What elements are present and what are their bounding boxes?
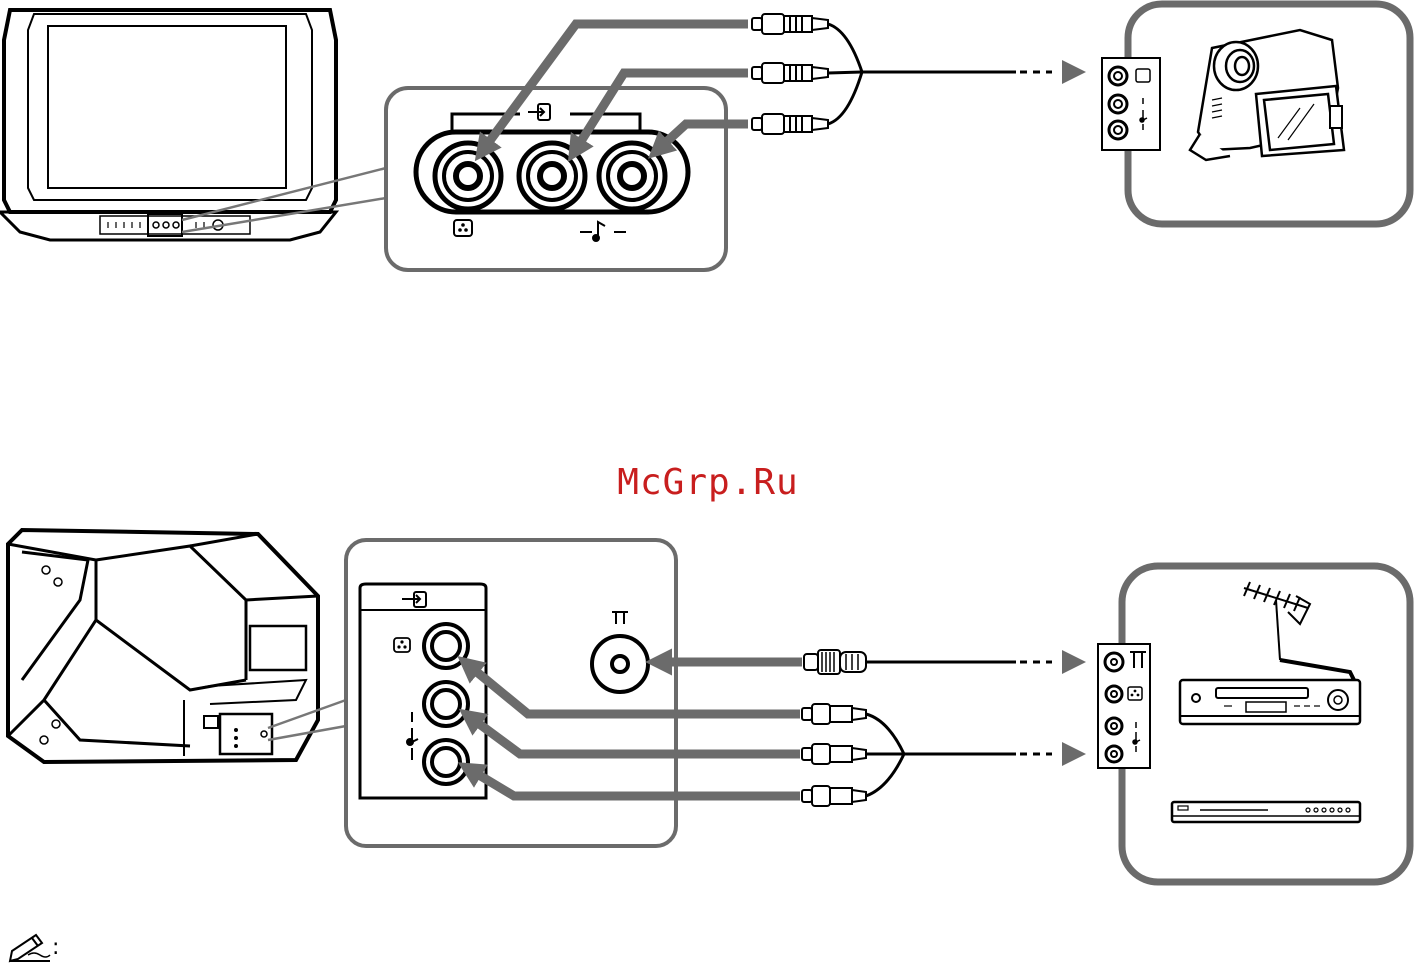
- note-marker: :: [6, 930, 59, 964]
- front-jack-panel: [386, 88, 726, 270]
- source-devices-box: [1098, 566, 1410, 882]
- rca-plugs: [752, 14, 828, 134]
- rf-plug: [804, 650, 866, 674]
- note-colon: :: [52, 935, 59, 960]
- rca-plug: [802, 704, 866, 724]
- watermark-text: McGrp.Ru: [0, 462, 1416, 503]
- pencil-note-icon: [6, 931, 52, 963]
- top-connection-diagram: [0, 4, 1410, 270]
- rca-plug: [802, 744, 866, 764]
- rca-plug: [752, 14, 828, 34]
- arrow-to-source: [1062, 650, 1086, 674]
- rca-plugs: [802, 704, 866, 806]
- arrow-to-source: [1062, 60, 1086, 84]
- vcr-icon: [1180, 680, 1360, 724]
- av-cable: [866, 714, 1052, 796]
- camcorder-icon: [1190, 30, 1344, 160]
- camcorder-box: [1102, 4, 1410, 224]
- dvd-player-icon: [1172, 802, 1360, 822]
- rca-plug: [752, 114, 828, 134]
- arrow-to-source: [1062, 742, 1086, 766]
- callout-lines: [268, 700, 346, 740]
- rca-plug: [802, 786, 866, 806]
- av-cable: [828, 24, 1052, 124]
- tv-front-icon: [0, 10, 336, 240]
- bottom-connection-diagram: [8, 530, 1410, 882]
- rca-plug: [752, 63, 828, 83]
